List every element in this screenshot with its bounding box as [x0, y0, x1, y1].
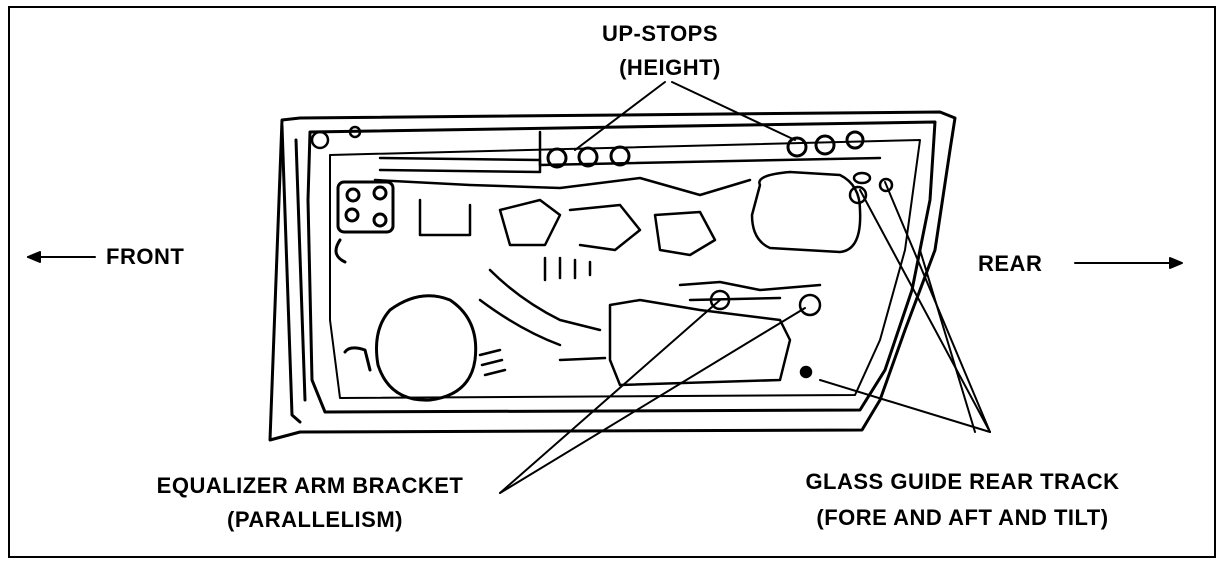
front-label: FRONT	[106, 244, 185, 269]
door-panel-outline	[268, 110, 957, 442]
rear-label: REAR	[978, 251, 1043, 276]
fore-aft-tilt-label: (FORE AND AFT AND TILT)	[816, 505, 1109, 530]
hinge-bracket	[334, 180, 395, 264]
speaker-opening	[343, 294, 478, 402]
leader-lines	[499, 81, 991, 494]
top-rail	[310, 125, 882, 197]
glass-guide-rear-track-label: GLASS GUIDE REAR TRACK	[805, 469, 1120, 494]
diagram-frame	[8, 6, 1216, 558]
up-stop-marks	[546, 130, 865, 169]
up-stops-label: UP-STOPS	[601, 21, 719, 46]
equalizer-arm-bracket-label: EQUALIZER ARM BRACKET	[156, 473, 464, 498]
front-arrow	[27, 251, 96, 263]
regulator-linkage	[478, 256, 822, 379]
lower-channel	[478, 298, 792, 387]
height-label: (HEIGHT)	[619, 55, 721, 80]
upper-cutouts	[418, 170, 894, 257]
parallelism-label: (PARALLELISM)	[227, 507, 403, 532]
rear-arrow	[1074, 257, 1183, 269]
